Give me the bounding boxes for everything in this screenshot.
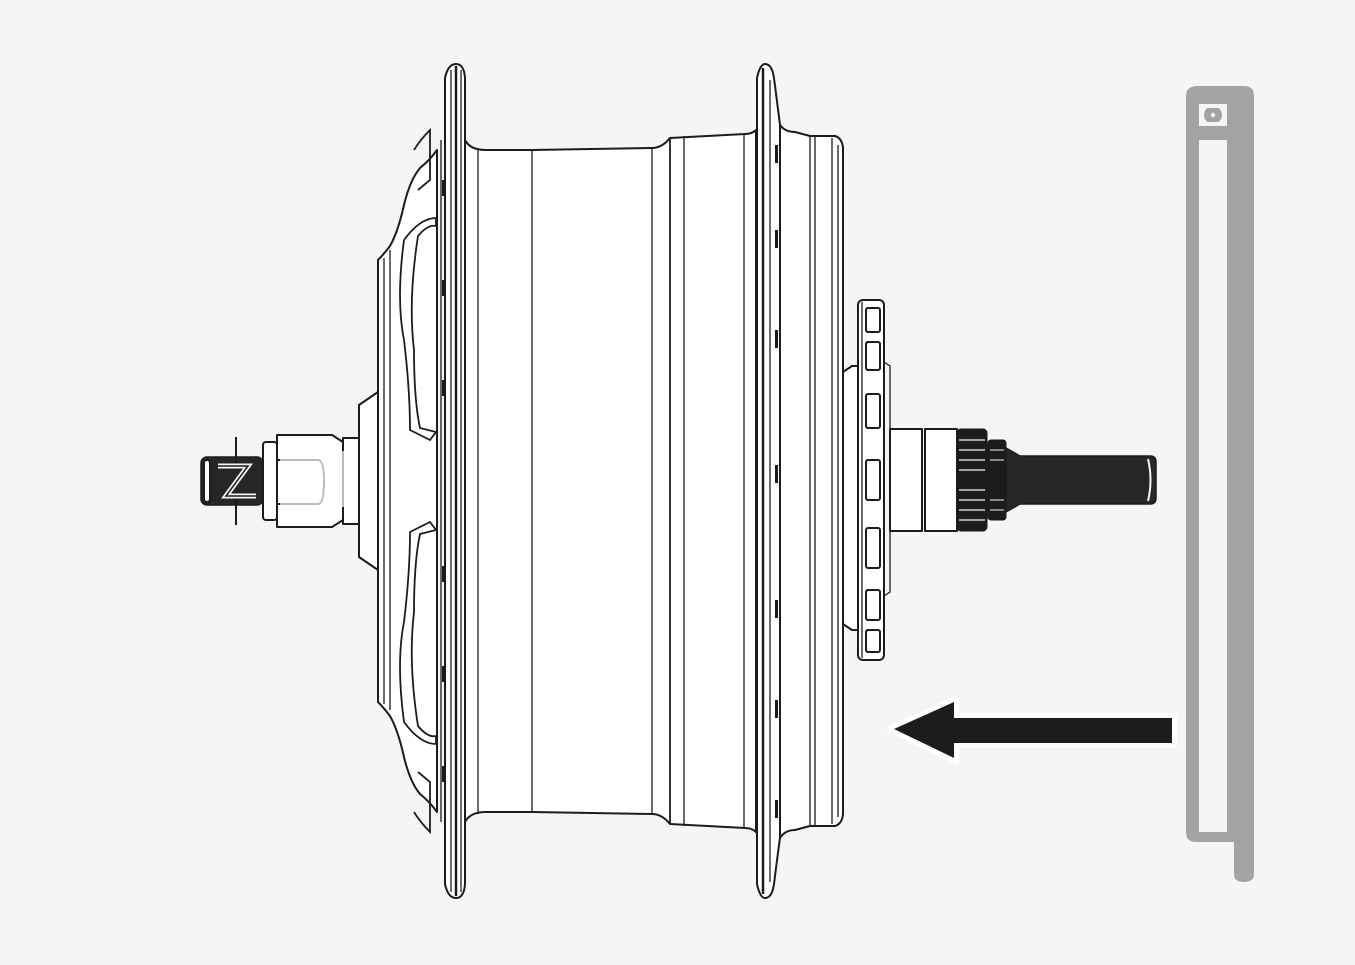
cassette-body: [842, 299, 891, 661]
hub-shell: [464, 129, 757, 833]
break-symbol-icon: [218, 437, 256, 525]
left-axle: [200, 434, 410, 528]
left-end-cover: [358, 127, 438, 835]
right-axle: [889, 428, 1157, 532]
dropout-bracket: [1186, 86, 1254, 882]
left-flange: [440, 63, 466, 899]
right-housing: [779, 124, 844, 839]
right-flange: [756, 63, 781, 899]
dropout-slot-icon: [1204, 104, 1222, 126]
direction-arrow-icon: [887, 696, 1177, 764]
cassette-teeth: [865, 307, 881, 653]
